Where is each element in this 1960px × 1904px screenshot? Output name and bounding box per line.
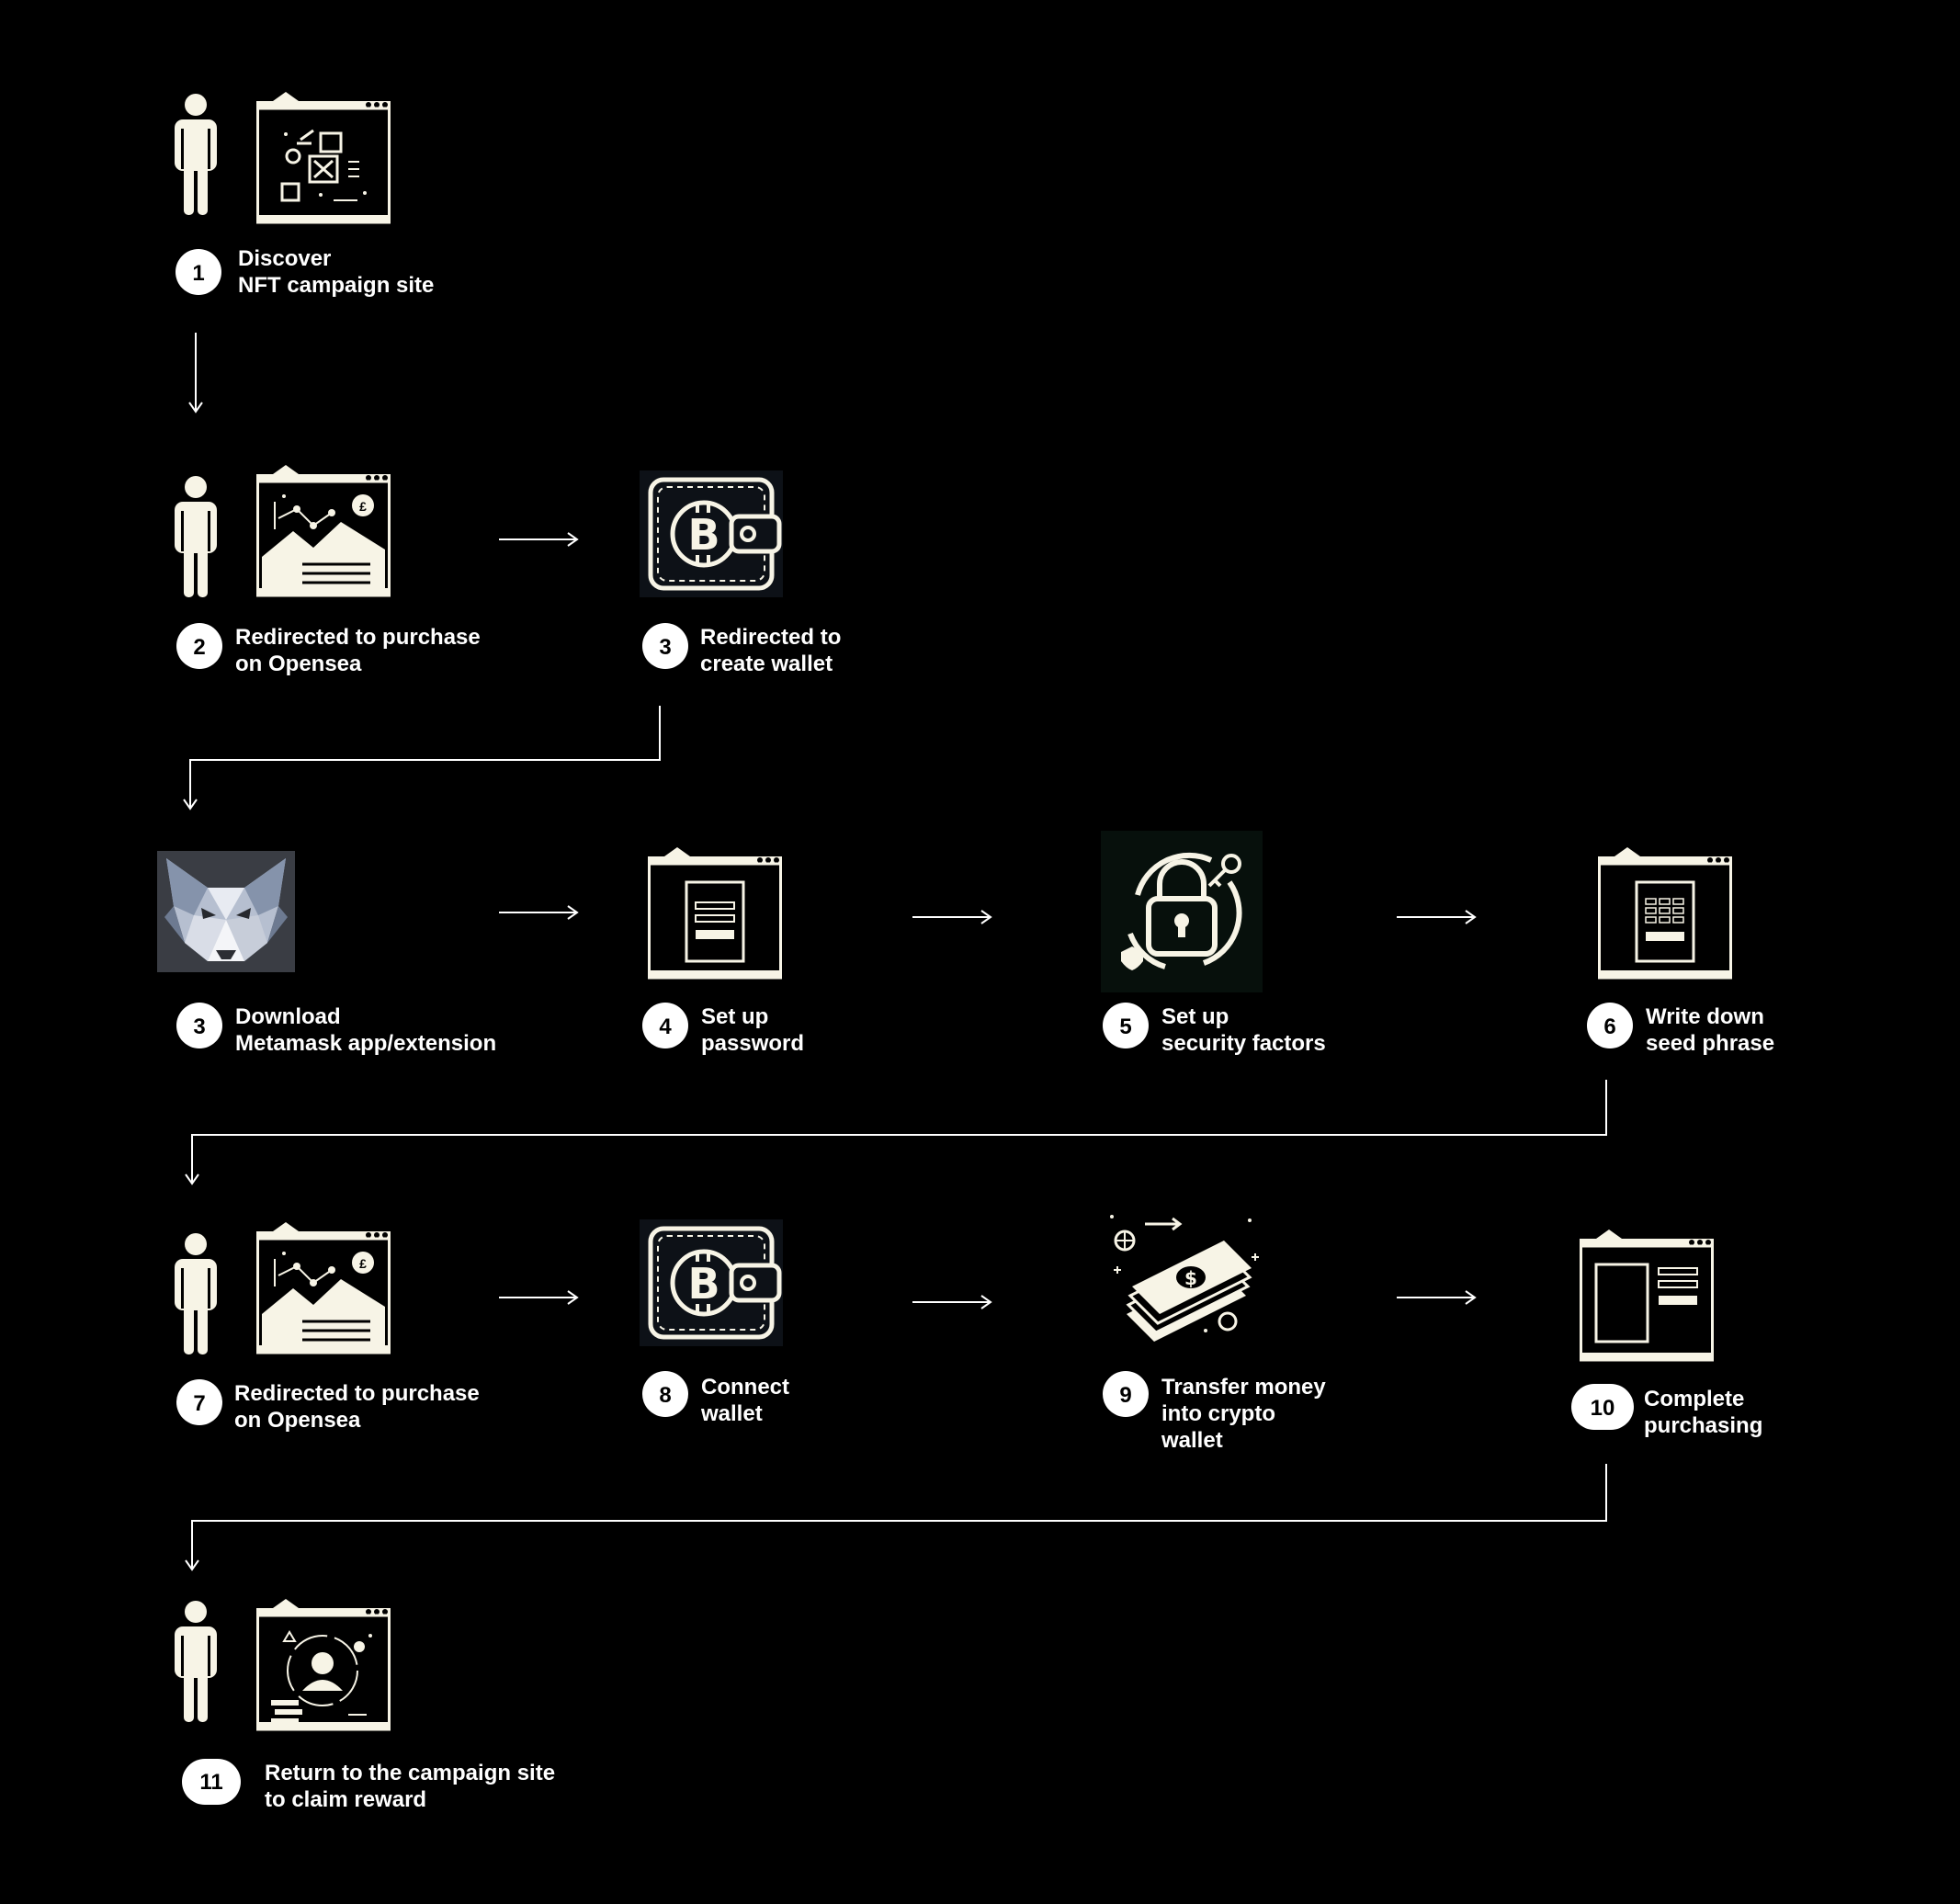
arrow-3b-to-4	[499, 905, 579, 920]
step-number: 11	[199, 1770, 222, 1795]
step-label-line2: seed phrase	[1646, 1031, 1774, 1056]
step-label-line3: wallet	[1161, 1428, 1223, 1453]
person-icon	[175, 1601, 217, 1722]
step-number: 7	[193, 1391, 205, 1416]
step-11: 11 Return to the campaign site to claim …	[175, 1597, 555, 1812]
arrow-10-to-11	[185, 1464, 1607, 1571]
browser-password-form-icon	[646, 845, 784, 980]
opensea-site-icon	[255, 463, 392, 597]
browser-checkout-icon	[1578, 1228, 1716, 1362]
step-badge	[182, 1759, 241, 1805]
step-number: 1	[192, 261, 204, 286]
arrow-6-to-7	[185, 1080, 1607, 1185]
opensea-site-icon	[255, 1220, 392, 1354]
step-number: 3	[193, 1014, 205, 1039]
step-5: 5 Set up security factors	[1101, 831, 1326, 1056]
nft-site-icon	[255, 90, 392, 224]
step-badge	[1571, 1384, 1634, 1430]
step-9: 9 Transfer money into crypto wallet	[1103, 1213, 1326, 1453]
step-number: 5	[1119, 1014, 1131, 1039]
step-label-line2: Metamask app/extension	[235, 1031, 496, 1056]
connectors	[183, 333, 1607, 1571]
step-label-line1: Return to the campaign site	[265, 1761, 555, 1785]
step-label-line1: Write down	[1646, 1004, 1764, 1029]
bitcoin-wallet-icon	[640, 470, 783, 597]
arrow-7-to-8	[499, 1290, 579, 1305]
step-3-download: 3 Download Metamask app/extension	[157, 851, 496, 1056]
step-label-line2: purchasing	[1644, 1413, 1762, 1438]
step-label-line2: on Opensea	[235, 652, 362, 676]
arrow-2-to-3	[499, 532, 579, 547]
arrow-5-to-6	[1397, 910, 1477, 924]
step-2: 2 Redirected to purchase on Opensea	[175, 463, 481, 676]
step-1: 1 Discover NFT campaign site	[175, 90, 434, 298]
arrow-4-to-5	[912, 910, 992, 924]
step-number: 4	[659, 1014, 672, 1039]
step-label-line2: NFT campaign site	[238, 273, 434, 298]
person-icon	[175, 1233, 217, 1354]
step-label-line1: Redirected to purchase	[234, 1381, 480, 1406]
step-6: 6 Write down seed phrase	[1587, 845, 1774, 1056]
step-number: 2	[193, 635, 205, 660]
step-4: 4 Set up password	[642, 845, 804, 1056]
step-label-line1: Download	[235, 1004, 341, 1029]
bitcoin-wallet-icon	[640, 1219, 783, 1346]
step-number: 9	[1119, 1383, 1131, 1408]
step-label-line2: on Opensea	[234, 1408, 361, 1433]
step-number: 3	[659, 635, 671, 660]
step-label-line2: security factors	[1161, 1031, 1326, 1056]
step-label-line2: to claim reward	[265, 1787, 426, 1812]
person-icon	[175, 94, 217, 215]
money-stack-icon	[1108, 1213, 1261, 1343]
step-number: 6	[1603, 1014, 1615, 1039]
metamask-fox-icon	[157, 851, 295, 972]
browser-seed-grid-icon	[1596, 845, 1734, 980]
step-label-line2: create wallet	[700, 652, 833, 676]
reward-site-icon	[255, 1597, 392, 1731]
step-label-line1: Connect	[701, 1375, 789, 1400]
arrow-8-to-9	[912, 1295, 992, 1309]
step-label-line1: Discover	[238, 246, 331, 271]
step-number: 10	[1591, 1396, 1615, 1421]
step-label-line2: into crypto	[1161, 1401, 1275, 1426]
step-10: 10 Complete purchasing	[1571, 1228, 1762, 1438]
step-label-line1: Redirected to purchase	[235, 625, 481, 650]
arrow-3-to-3b	[183, 706, 661, 810]
step-3: 3 Redirected to create wallet	[640, 470, 841, 676]
step-label-line1: Complete	[1644, 1387, 1744, 1411]
step-8: 8 Connect wallet	[640, 1219, 789, 1426]
step-label-line1: Redirected to	[700, 625, 841, 650]
step-label-line2: password	[701, 1031, 804, 1056]
step-label-line2: wallet	[700, 1401, 763, 1426]
arrow-1-to-2	[188, 333, 203, 414]
step-label-line1: Set up	[701, 1004, 768, 1029]
padlock-key-icon	[1101, 831, 1263, 992]
step-label-line1: Set up	[1161, 1004, 1229, 1029]
step-label-line1: Transfer money	[1161, 1375, 1326, 1400]
step-number: 8	[659, 1383, 671, 1408]
arrow-9-to-10	[1397, 1290, 1477, 1305]
person-icon	[175, 476, 217, 597]
step-7: 7 Redirected to purchase on Opensea	[175, 1220, 480, 1433]
